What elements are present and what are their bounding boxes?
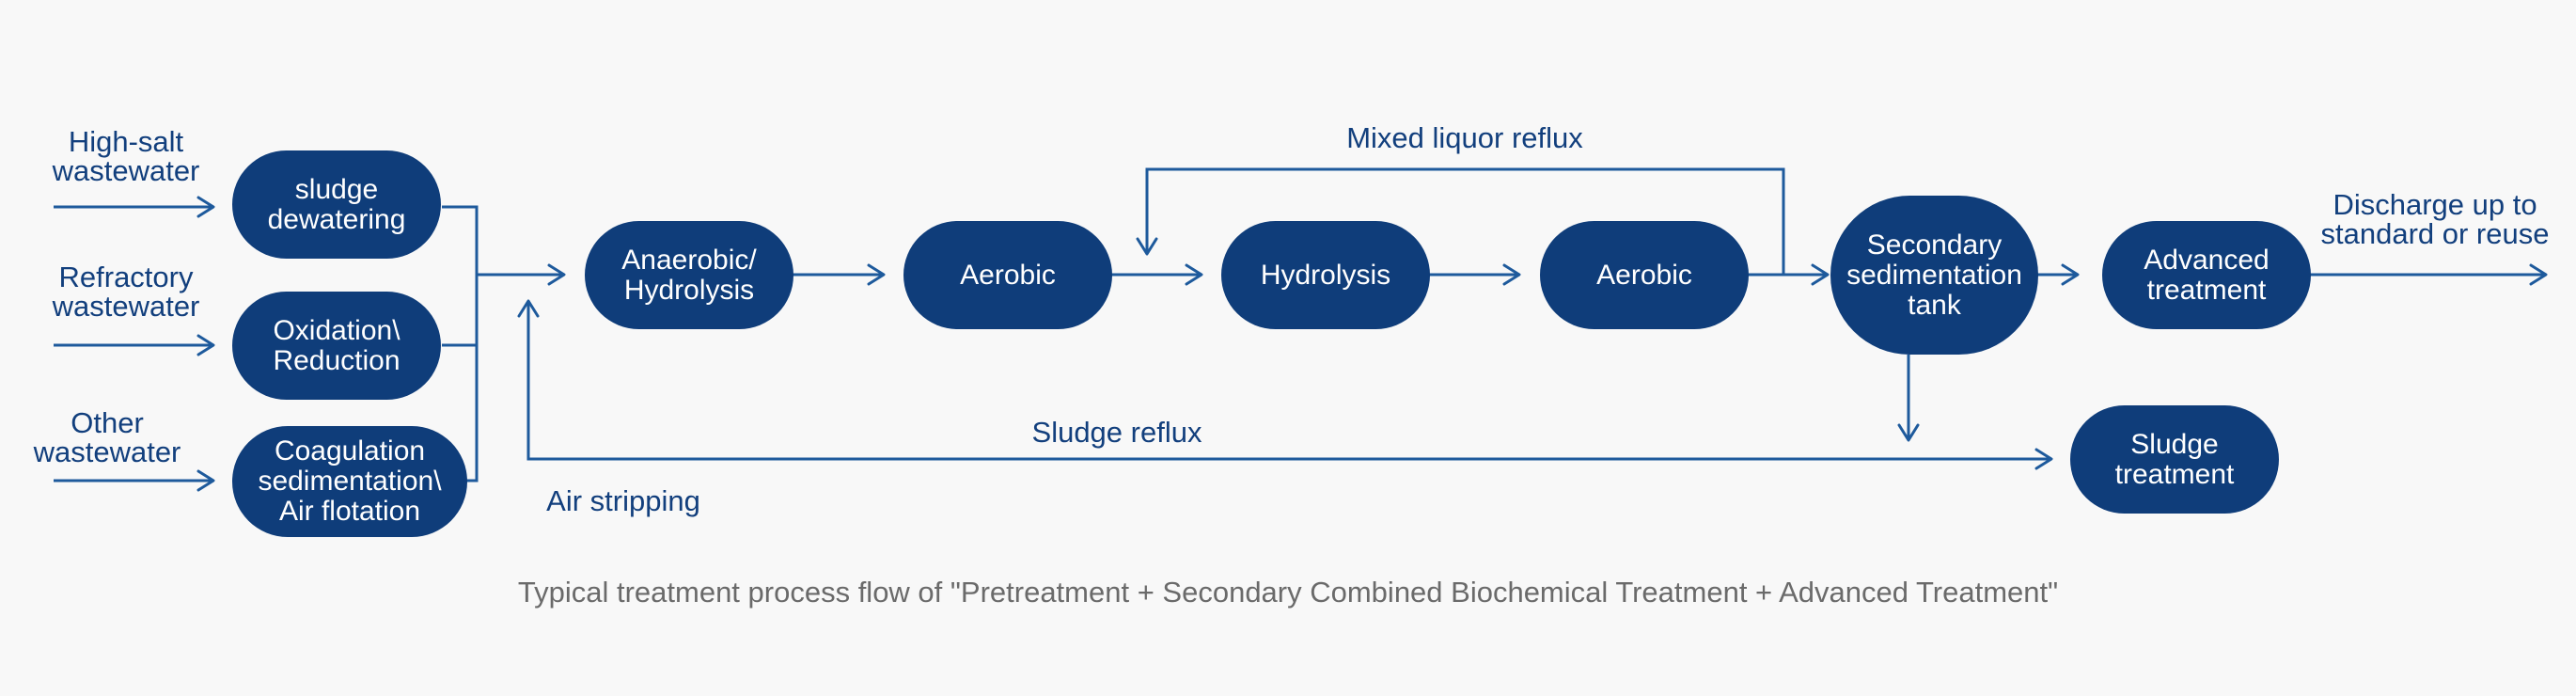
- mixed-liquor-reflux-line: [1136, 167, 1785, 275]
- label-high-salt: High-salt wastewater: [52, 125, 200, 187]
- node-hydrolysis: Hydrolysis: [1221, 221, 1430, 329]
- node-aerobic-1: Aerobic: [903, 221, 1112, 329]
- label-other: Other wastewater: [33, 406, 181, 468]
- node-sludge-treatment: Sludge treatment: [2070, 405, 2279, 514]
- node-aerobic-2: Aerobic: [1540, 221, 1749, 329]
- node-secondary-sedimentation: Secondary sedimentation tank: [1830, 196, 2038, 355]
- node-anaerobic-hydrolysis: Anaerobic/ Hydrolysis: [585, 221, 793, 329]
- label-refractory: Refractory wastewater: [52, 261, 200, 323]
- label-mixed-liquor-reflux: Mixed liquor reflux: [1346, 121, 1583, 154]
- diagram-caption: Typical treatment process flow of "Pretr…: [517, 576, 2059, 609]
- label-discharge: Discharge up to standard or reuse: [2320, 188, 2550, 250]
- node-sludge-dewatering: sludge dewatering: [232, 150, 441, 259]
- node-coagulation-sedimentation: Coagulation sedimentation\ Air flotation: [232, 426, 467, 537]
- sludge-reflux-line: [517, 299, 2050, 461]
- node-oxidation-reduction: Oxidation\ Reduction: [232, 292, 441, 400]
- node-advanced-treatment: Advanced treatment: [2102, 221, 2311, 329]
- label-sludge-reflux: Sludge reflux: [1031, 416, 1202, 449]
- label-air-stripping: Air stripping: [546, 484, 700, 517]
